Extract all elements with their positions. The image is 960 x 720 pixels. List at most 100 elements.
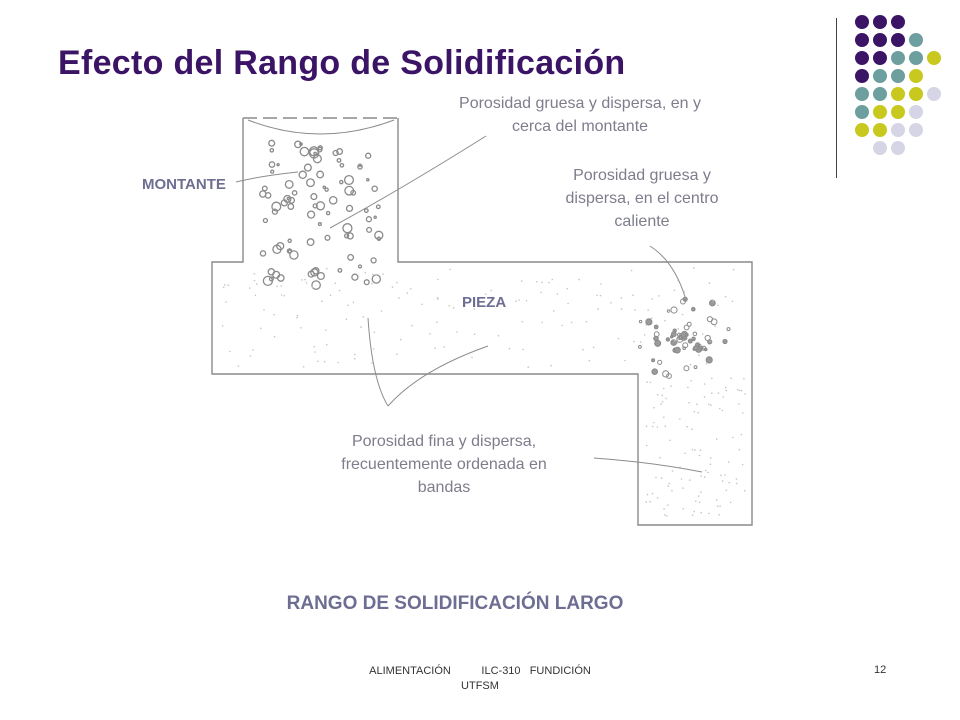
fine-pore	[661, 394, 663, 397]
pore	[370, 257, 377, 264]
pore	[316, 271, 325, 281]
pore	[276, 241, 285, 251]
pore	[288, 196, 296, 204]
fine-pore	[321, 300, 323, 303]
fine-pore	[371, 273, 374, 276]
fine-pore	[683, 291, 686, 293]
fine-pore	[679, 466, 681, 468]
pore	[638, 345, 642, 349]
pore	[271, 201, 282, 212]
fine-pore	[263, 309, 265, 311]
fine-pore	[703, 383, 706, 385]
fine-pore	[710, 404, 712, 407]
fine-pore	[630, 269, 633, 272]
fine-pore	[645, 444, 648, 447]
decorative-dot	[891, 69, 905, 83]
decorative-dot	[873, 33, 887, 47]
decorative-dot	[873, 123, 887, 137]
fine-pore	[582, 348, 584, 351]
decorative-dot-grid	[855, 15, 941, 155]
decorative-dot	[909, 123, 923, 137]
fine-pore	[664, 425, 667, 428]
fine-pore	[276, 285, 278, 288]
pore	[684, 332, 689, 337]
diagram-caption: RANGO DE SOLIDIFICACIÓN LARGO	[286, 593, 624, 614]
pore	[343, 233, 350, 239]
fine-pore	[711, 377, 713, 380]
fine-pore	[360, 326, 362, 328]
fine-pore	[698, 354, 700, 357]
fine-pore	[670, 385, 672, 387]
fine-pore	[716, 505, 719, 508]
fine-pore	[666, 515, 668, 517]
fine-pore	[610, 302, 612, 304]
pore	[677, 332, 682, 337]
fine-pore	[398, 297, 400, 299]
fine-pore	[596, 294, 598, 297]
fine-pore	[656, 497, 659, 499]
fine-pore	[658, 295, 660, 297]
pore	[345, 204, 354, 213]
fine-pore	[717, 392, 720, 395]
decorative-dot	[855, 51, 869, 65]
fine-pore	[673, 339, 676, 342]
leader-bottom-3	[593, 457, 703, 473]
fine-pore	[222, 286, 225, 289]
pore	[366, 177, 370, 182]
fine-pore	[649, 381, 652, 384]
fine-pore	[224, 284, 226, 286]
fine-pore	[471, 356, 473, 359]
note-riser-line-2: cerca del montante	[511, 118, 649, 135]
fine-pore	[724, 295, 727, 298]
fine-pore	[280, 285, 283, 287]
pore	[276, 163, 280, 167]
fine-pore	[645, 425, 648, 428]
fine-pore	[741, 463, 744, 466]
note-fine-line-3: bandas	[417, 479, 471, 496]
fine-pore	[550, 364, 552, 367]
fine-pore	[708, 282, 711, 284]
fine-pore	[737, 388, 739, 391]
fine-pore	[663, 416, 665, 419]
fine-pore	[317, 360, 319, 363]
fine-pore	[661, 401, 664, 403]
fine-pore	[720, 474, 722, 477]
pore	[270, 169, 275, 174]
pore	[692, 331, 698, 337]
fine-pore	[520, 280, 523, 282]
pore	[317, 222, 322, 227]
fine-pore	[399, 338, 402, 341]
fine-pore	[682, 508, 684, 510]
pore	[268, 139, 276, 147]
pore	[339, 162, 345, 168]
fine-pore	[711, 392, 713, 395]
fine-pore	[653, 421, 655, 424]
pore	[344, 185, 355, 196]
decorative-dot	[891, 15, 905, 29]
fine-pore	[620, 297, 623, 299]
fine-pore	[326, 344, 328, 346]
fine-pore	[227, 284, 230, 286]
fine-pore	[727, 461, 730, 463]
fine-pore	[701, 333, 704, 335]
decorative-dot	[873, 51, 887, 65]
fine-pore	[541, 321, 543, 324]
pore	[336, 148, 344, 155]
fine-pore	[221, 325, 224, 327]
fine-pore	[671, 470, 674, 472]
note-fine-line-2: frecuentemente ordenada en	[341, 456, 547, 473]
fine-pore	[643, 334, 646, 336]
fine-pore	[561, 324, 563, 327]
pore	[351, 273, 359, 281]
pore	[264, 192, 272, 199]
fine-pore	[280, 294, 283, 296]
fine-pore	[728, 481, 730, 484]
decorative-dot	[873, 141, 887, 155]
vertical-divider	[836, 18, 837, 178]
fine-pore	[649, 500, 651, 503]
decorative-dot	[909, 51, 923, 65]
fine-pore	[434, 347, 436, 350]
pore	[306, 178, 315, 188]
pore	[286, 248, 293, 254]
